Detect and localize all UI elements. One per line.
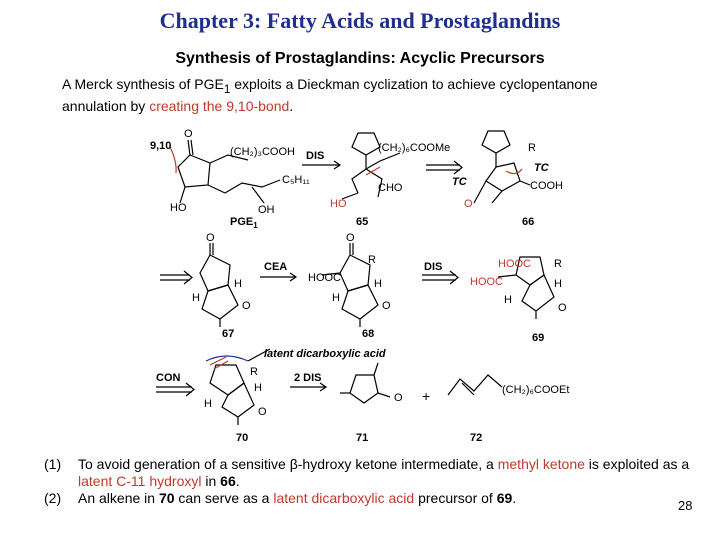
intro-part2: exploits a Dieckman cyclization to achie…	[62, 76, 598, 114]
compound-70-structure	[205, 348, 271, 425]
compound-68-h: H	[374, 278, 382, 290]
footnote-2-compound-a: 70	[158, 490, 175, 506]
compound-66-structure	[473, 130, 531, 204]
footnotes: (1) To avoid generation of a sensitive β-…	[44, 456, 694, 507]
pge1-structure	[169, 139, 281, 204]
intro-text: A Merck synthesis of PGE1 exploits a Die…	[62, 76, 662, 115]
label-69: 69	[532, 332, 544, 344]
compound-69-h2: H	[504, 294, 512, 306]
pge1-side-chain: C₅H₁₁	[282, 174, 310, 186]
pge1-carbonyl-o: O	[184, 128, 193, 140]
plus-sign: +	[422, 388, 430, 404]
compound-66-o: O	[464, 198, 473, 210]
compound-69-r: R	[554, 258, 562, 270]
compound-72-chain: (CH₂)₆COOEt	[502, 384, 569, 396]
compound-70-ring-o: O	[258, 406, 267, 418]
compound-68-o: O	[346, 232, 355, 244]
compound-65-cho: CHO	[378, 182, 403, 194]
compound-66-r: R	[528, 142, 536, 154]
footnote-2-compound-b: 69	[496, 490, 513, 506]
compound-70-h: H	[254, 382, 262, 394]
compound-71-o: O	[394, 392, 403, 404]
compound-69-hooc-top: HOOC	[498, 258, 531, 270]
pge1-top-chain: (CH₂)₃COOH	[230, 146, 295, 158]
compound-71-structure	[340, 362, 391, 404]
slide-title: Chapter 3: Fatty Acids and Prostaglandin…	[159, 8, 561, 33]
reaction-scheme: 9,10 (CH₂)₃COOH C₅H₁₁ O HO OH PGE1 DIS (…	[150, 128, 569, 444]
footnote-2: (2) An alkene in 70 can serve as a latent…	[44, 490, 694, 507]
label-67: 67	[222, 328, 234, 340]
footnote-2-text-c: precursor of	[414, 490, 497, 506]
footnote-1-highlight-a: methyl ketone	[497, 456, 585, 472]
intro-subscript: 1	[223, 82, 231, 96]
footnote-2-highlight: latent dicarboxylic acid	[273, 490, 415, 506]
label-72: 72	[470, 432, 482, 444]
compound-65-chain: (CH₂)₆COOMe	[378, 142, 450, 154]
label-71: 71	[356, 432, 368, 444]
compound-70-h2: H	[204, 398, 212, 410]
compound-68-ring-o: O	[382, 300, 391, 312]
label-65: 65	[356, 216, 368, 228]
compound-69-ring-o: O	[558, 302, 567, 314]
compound-67-ring-o: O	[242, 300, 251, 312]
compound-69-hooc: HOOC	[470, 276, 503, 288]
latent-label: latent dicarboxylic acid	[264, 348, 386, 360]
compound-69-structure	[497, 256, 555, 319]
footnote-1-text-c: in	[201, 473, 221, 489]
compound-67-structure	[199, 243, 239, 327]
compound-65-structure	[341, 132, 401, 200]
footnote-1: (1) To avoid generation of a sensitive β-…	[44, 456, 694, 490]
pge1-oh: OH	[258, 204, 275, 216]
footnote-2-text-d: .	[512, 490, 517, 506]
arrow-cea-label: CEA	[264, 261, 287, 273]
compound-69-h: H	[554, 278, 562, 290]
footnote-1-text-d: .	[235, 473, 240, 489]
compound-68-r: R	[368, 254, 376, 266]
footnote-1-text-b: is exploited as a	[584, 456, 690, 472]
compound-67-o: O	[206, 232, 215, 244]
page-number: 28	[678, 498, 693, 513]
label-pge1: PGE1	[230, 216, 258, 230]
label-70: 70	[236, 432, 248, 444]
footnote-1-highlight-b: latent C-11 hydroxyl	[78, 473, 202, 489]
arrow-con-label: CON	[156, 372, 181, 384]
intro-part1: A Merck synthesis of PGE	[62, 76, 224, 92]
bond-label: 9,10	[150, 140, 171, 152]
footnote-1-number: (1)	[44, 456, 62, 472]
compound-68-hooc: HOOC	[308, 272, 341, 284]
arrow-dis-label-2: DIS	[424, 261, 442, 273]
compound-66-tc-left: TC	[452, 176, 468, 188]
footnote-2-number: (2)	[44, 490, 62, 506]
footnote-2-text-b: can serve as a	[174, 490, 274, 506]
compound-67-h2: H	[192, 292, 200, 304]
arrow-dis-label: DIS	[306, 150, 324, 162]
compound-68-h2: H	[332, 292, 340, 304]
intro-highlight: creating the 9,10-bond	[149, 97, 290, 114]
compound-72-structure	[447, 374, 503, 396]
compound-68-structure	[321, 243, 379, 327]
footnote-1-compound: 66	[220, 473, 236, 489]
intro-part3: .	[289, 97, 294, 114]
compound-66-cooh: COOH	[530, 180, 563, 192]
arrow-2dis-label: 2 DIS	[294, 372, 322, 384]
footnote-2-text-a: An alkene in	[78, 490, 159, 506]
footnote-1-text-a: To avoid generation of a sensitive β-hyd…	[78, 456, 498, 472]
compound-66-tc: TC	[534, 162, 550, 174]
pge1-ho: HO	[170, 202, 187, 214]
label-66: 66	[522, 216, 534, 228]
label-68: 68	[362, 328, 374, 340]
compound-70-r: R	[250, 366, 258, 378]
slide-subtitle: Synthesis of Prostaglandins: Acyclic Pre…	[175, 50, 545, 67]
compound-67-h: H	[234, 278, 242, 290]
compound-65-ho: HO	[330, 198, 347, 210]
